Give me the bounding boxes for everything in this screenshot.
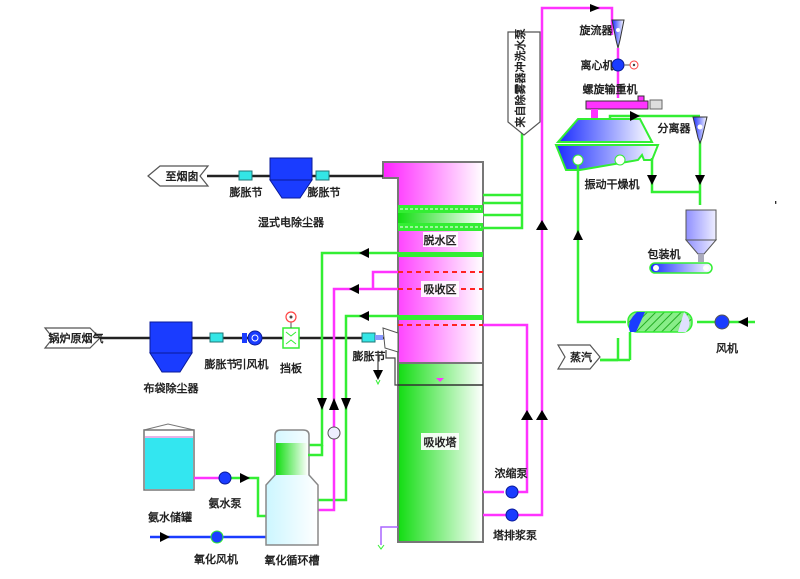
svg-text:螺旋输重机: 螺旋输重机 [583,82,638,96]
svg-text:风机: 风机 [716,341,738,355]
svg-text:氧化风机: 氧化风机 [193,552,238,566]
svg-text:旋流器: 旋流器 [579,23,614,37]
expansion-joint-1[interactable]: 膨胀节 [229,170,263,199]
induced-fan[interactable]: 引风机 [236,330,269,371]
svg-text:湿式电除尘器: 湿式电除尘器 [258,215,325,229]
oxidation-tank[interactable]: 氧化循环槽 [264,429,320,567]
bag-filter[interactable]: 布袋除尘器 [144,321,200,395]
svg-text:塔排浆泵: 塔排浆泵 [493,528,537,542]
svg-text:离心机: 离心机 [581,58,614,72]
fan[interactable]: 风机 [714,314,738,355]
svg-text:氨水储罐: 氨水储罐 [148,510,192,524]
svg-text:振动干燥机: 振动干燥机 [585,177,640,191]
dewatering-zone-label: 脱水区 [424,233,457,247]
separator[interactable]: 分离器 [658,116,708,145]
absorption-zone-label: 吸收区 [424,282,457,296]
svg-text:布袋除尘器: 布袋除尘器 [144,381,200,395]
ammonia-tank[interactable]: 氨水储罐 [143,423,195,524]
svg-text:膨胀节: 膨胀节 [229,185,263,199]
gas-lines [100,174,396,340]
wet-esp[interactable]: 湿式电除尘器 [258,157,325,229]
concentration-pump[interactable]: 浓缩泵 [495,466,528,499]
tower-slurry-pump[interactable]: 塔排浆泵 [493,508,537,542]
absorption-tower[interactable]: 脱水区 吸收区 吸收塔 [382,161,484,543]
svg-text:分离器: 分离器 [658,121,692,135]
terminal-boiler-flue-gas[interactable]: 锅炉原烟气 [43,327,104,349]
svg-text:引风机: 引风机 [236,357,269,371]
svg-text:来自除雾器冲洗水泵: 来自除雾器冲洗水泵 [513,29,527,129]
terminal-from-demister-pump[interactable]: 来自除雾器冲洗水泵 [507,29,541,136]
svg-text:蒸汽: 蒸汽 [570,350,592,364]
expansion-joint-2[interactable]: 膨胀节 [307,170,341,199]
absorption-tower-label: 吸收塔 [424,435,458,449]
svg-text:膨胀节: 膨胀节 [352,349,386,363]
expansion-joint-3[interactable]: 膨胀节 [204,332,238,371]
svg-text:挡板: 挡板 [280,361,303,375]
screw-conveyor[interactable]: 螺旋输重机 [583,82,663,119]
terminal-steam[interactable]: 蒸汽 [556,344,601,370]
expansion-joint-4[interactable]: 膨胀节 [352,327,399,363]
svg-text:膨胀节: 膨胀节 [204,357,238,371]
svg-text:膨胀节: 膨胀节 [307,185,341,199]
oxidation-fan[interactable]: 氧化风机 [193,530,238,566]
terminal-to-chimney[interactable]: 至烟囱 [147,165,210,187]
circulation-pump[interactable] [327,426,341,440]
stray-mark: ' [774,199,777,212]
vibrating-dryer[interactable]: 振动干燥机 [554,118,660,191]
svg-text:包装机: 包装机 [647,247,681,261]
tower-sump [397,362,484,543]
ammonia-pump[interactable]: 氨水泵 [209,471,242,510]
cyclone[interactable]: 旋流器 [579,19,625,49]
svg-text:氧化循环槽: 氧化循环槽 [264,553,320,567]
svg-text:至烟囱: 至烟囱 [166,169,199,183]
svg-text:氨水泵: 氨水泵 [209,496,242,510]
centrifuge[interactable]: 离心机 [581,58,639,72]
svg-text:浓缩泵: 浓缩泵 [495,466,528,480]
svg-text:锅炉原烟气: 锅炉原烟气 [49,331,104,345]
packing-machine[interactable]: 包装机 [647,209,718,274]
slurry-lines [318,270,398,512]
air-heater[interactable] [627,311,693,333]
damper[interactable]: 挡板 [280,311,303,375]
